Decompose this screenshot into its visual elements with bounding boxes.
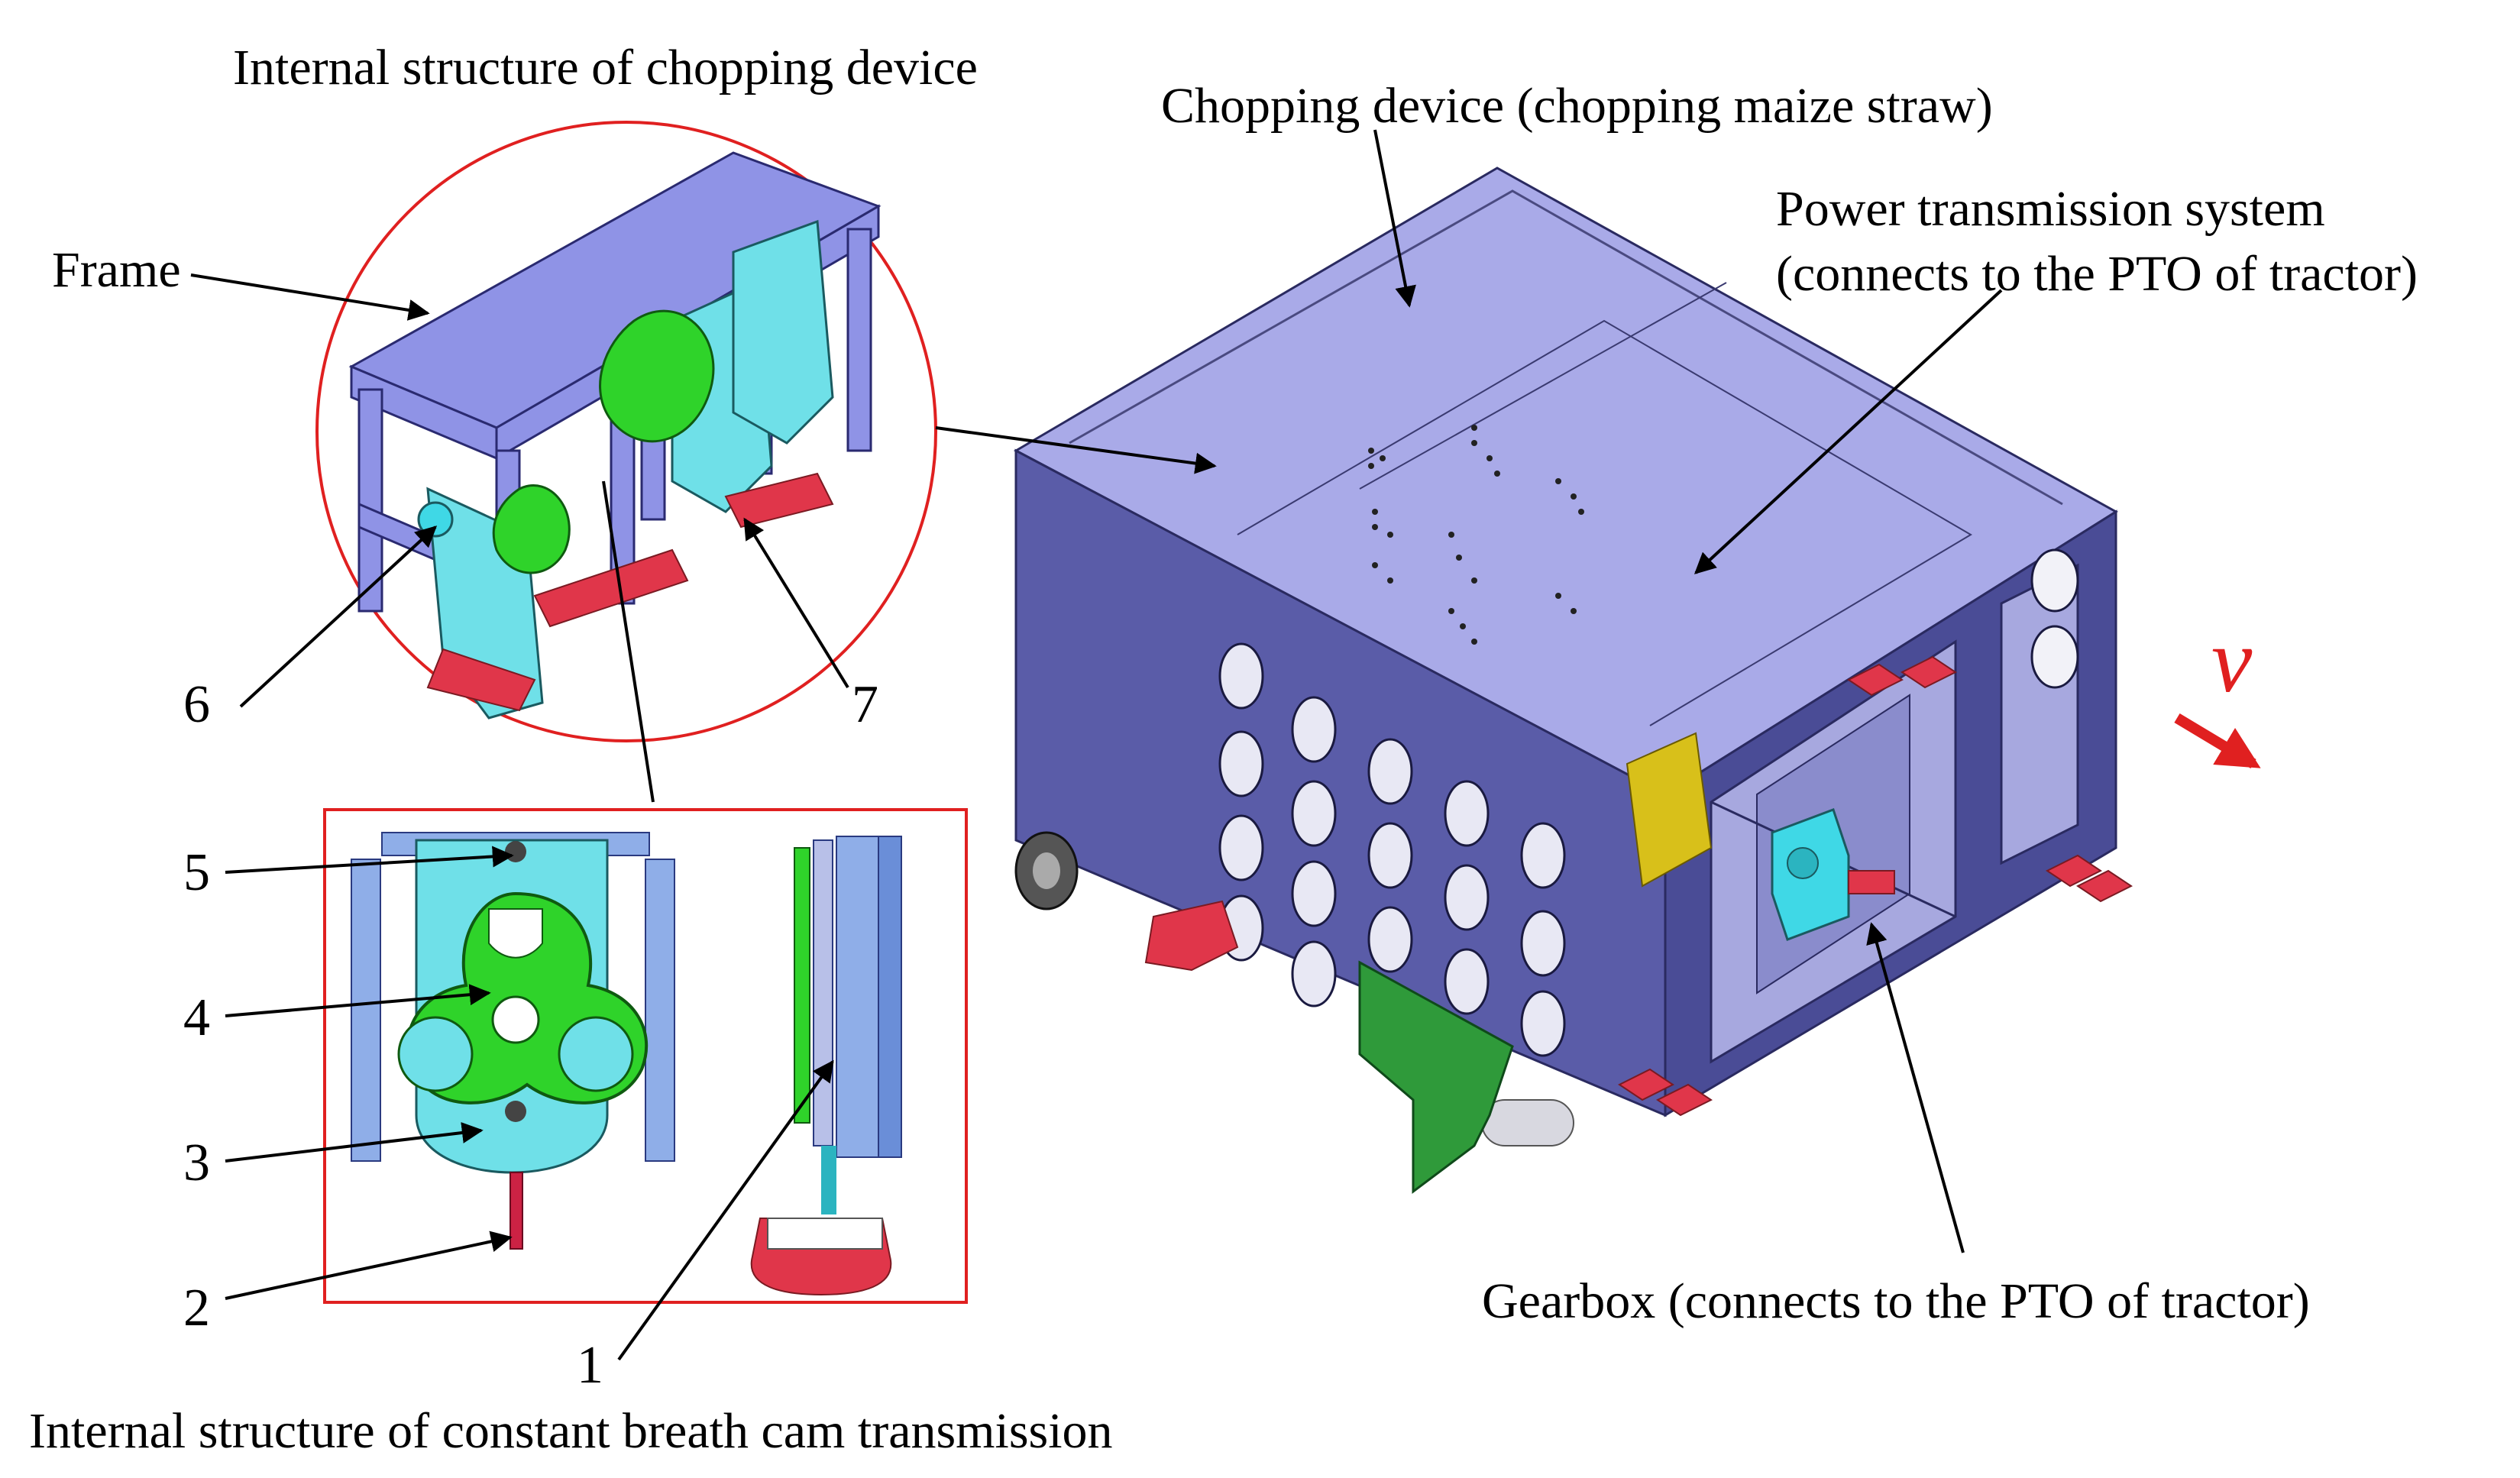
machine-body <box>1013 167 2133 1194</box>
chopping-internal-label: Internal structure of chopping device <box>233 40 978 95</box>
part-number-5: 5 <box>183 843 210 902</box>
green-bracket <box>1358 960 1514 1194</box>
part-number-2: 2 <box>183 1279 210 1337</box>
power-transmission-label: Power transmission system <box>1776 181 2325 237</box>
cam-side-view <box>750 836 902 1296</box>
top-bolt-holes <box>1368 425 1584 645</box>
part-number-3: 3 <box>183 1134 210 1192</box>
cam-front-view <box>351 832 675 1250</box>
gearbox-label: Gearbox (connects to the PTO of tractor) <box>1482 1273 2310 1329</box>
leader-lines <box>190 129 2003 1361</box>
part-number-1: 1 <box>577 1336 603 1395</box>
chopping-device-label: Chopping device (chopping maize straw) <box>1161 78 1993 134</box>
gearbox <box>1771 808 1895 941</box>
part-number-4: 4 <box>183 988 210 1047</box>
cam-detail-box <box>323 808 968 1304</box>
hitch-brackets <box>1618 655 2133 1117</box>
part-number-7: 7 <box>852 675 878 734</box>
velocity-label: v <box>2211 610 2253 711</box>
velocity-indicator: v <box>2174 610 2261 769</box>
detail-cams <box>492 309 715 574</box>
blade-main <box>1144 900 1239 972</box>
frame-label: Frame <box>52 242 181 298</box>
chopping-detail-circle <box>315 121 937 742</box>
power-transmission-sub-label: (connects to the PTO of tractor) <box>1776 246 2418 302</box>
part-number-6: 6 <box>183 675 210 734</box>
cam-internal-label: Internal structure of constant breath ca… <box>29 1403 1113 1459</box>
